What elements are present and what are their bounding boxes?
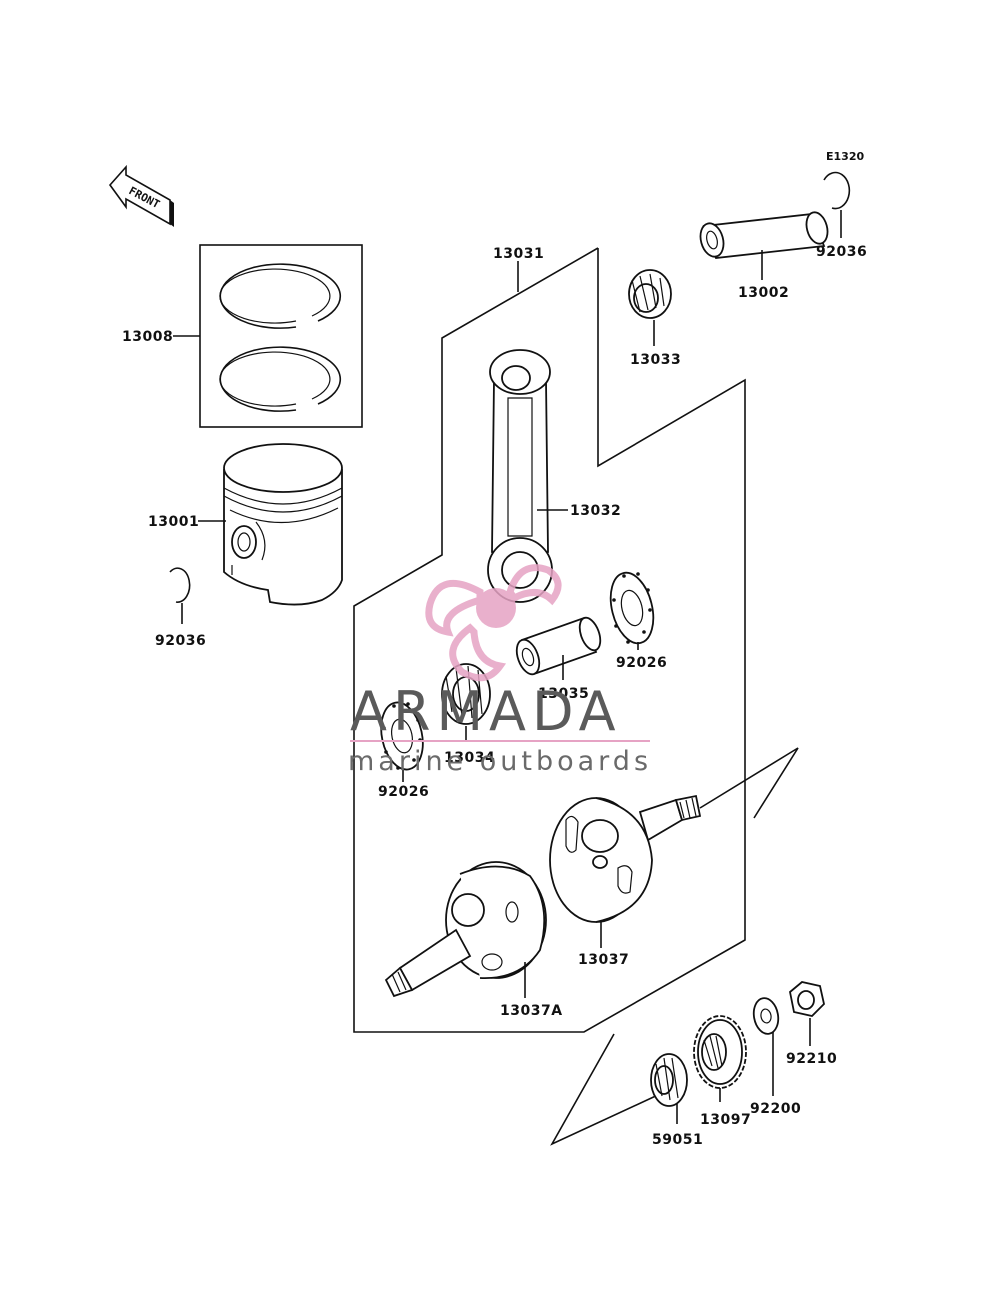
connecting-rod-icon	[487, 349, 553, 603]
part-label-59051: 59051	[652, 1132, 703, 1148]
part-label-92026-left: 92026	[378, 784, 429, 800]
part-label-92026-right: 92026	[616, 655, 667, 671]
washer-icon	[752, 997, 780, 1035]
part-label-13097: 13097	[700, 1112, 751, 1128]
piston-pin-clip-icon	[169, 567, 191, 603]
watermark-tagline: marine outboards	[348, 746, 652, 777]
gear-axis-guide	[550, 1033, 661, 1146]
part-label-13001: 13001	[148, 514, 199, 530]
watermark-brand: ARMADA	[350, 680, 622, 743]
part-label-92036-left: 92036	[155, 633, 206, 649]
part-label-13037A: 13037A	[500, 1003, 563, 1019]
thrust-washer-icon	[609, 571, 655, 645]
part-label-92210: 92210	[786, 1051, 837, 1067]
needle-bearing-icon	[650, 1053, 688, 1107]
part-label-13002: 13002	[738, 285, 789, 301]
crankshaft-left-half-icon	[384, 861, 547, 998]
part-label-13031: 13031	[493, 246, 544, 262]
diagram-ref-code: E1320	[826, 150, 864, 163]
piston-icon	[223, 443, 343, 606]
gear-icon	[693, 1015, 747, 1089]
piston-pin-clip-icon	[823, 171, 851, 210]
part-label-92200: 92200	[750, 1101, 801, 1117]
part-label-92036-right: 92036	[816, 244, 867, 260]
part-label-13035: 13035	[538, 686, 589, 702]
piston-ring-box	[199, 244, 363, 428]
nut-icon	[789, 981, 825, 1017]
part-label-13034: 13034	[444, 750, 495, 766]
piston-ring-set-icon	[219, 263, 342, 412]
thrust-washer-icon	[380, 701, 424, 771]
crankshaft-right-half-icon	[549, 794, 702, 923]
crank-axis-guide	[699, 747, 799, 819]
armada-logo-icon	[425, 564, 562, 682]
crank-pin-icon	[515, 616, 602, 676]
piston-pin-icon	[699, 211, 829, 259]
part-label-13008: 13008	[122, 329, 173, 345]
front-arrow-icon: FRONT	[108, 164, 174, 227]
part-label-13037: 13037	[578, 952, 629, 968]
small-end-bearing-icon	[628, 269, 672, 319]
part-label-13032: 13032	[570, 503, 621, 519]
part-label-13033: 13033	[630, 352, 681, 368]
connecting-rod-assembly-boundary	[353, 247, 746, 1033]
